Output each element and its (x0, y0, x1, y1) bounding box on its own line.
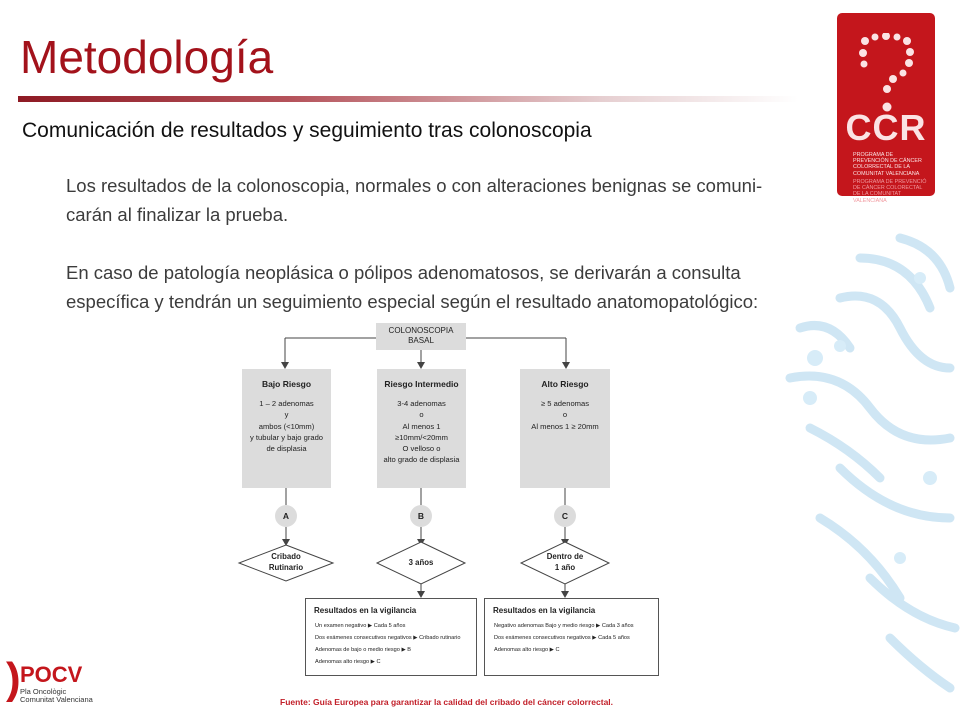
paragraph-neoplastic-results: En caso de patología neoplásica o pólipo… (66, 258, 808, 316)
paragraph-line: específica y tendrán un seguimiento espe… (66, 291, 759, 312)
risk-line: O velloso o (402, 444, 441, 454)
decision-line: Rutinario (268, 563, 304, 572)
page-title: Metodología (20, 31, 274, 83)
results-title: Resultados en la vigilancia (493, 606, 596, 615)
paragraph-benign-results: Los resultados de la colonoscopia, norma… (66, 171, 808, 229)
slide-subtitle: Comunicación de resultados y seguimiento… (22, 119, 592, 142)
pocv-bracket-icon: ) (6, 654, 21, 703)
pocv-line: Comunitat Valenciana (20, 695, 93, 704)
results-title: Resultados en la vigilancia (314, 606, 417, 615)
risk-line: 1 – 2 adenomas (259, 399, 314, 408)
risk-line: ≥ 5 adenomas (540, 399, 590, 408)
decision-diamond-b (375, 541, 467, 585)
low-risk-box: Bajo Riesgo 1 – 2 adenomas y ambos (<10m… (242, 369, 331, 488)
branch-letter-b: B (410, 505, 432, 527)
surveillance-results-box-c: Resultados en la vigilancia Negativo ade… (484, 598, 659, 676)
decision-diamond-c (519, 541, 611, 585)
root-line: COLONOSCOPIA (388, 326, 454, 335)
risk-title: Alto Riesgo (541, 379, 589, 389)
paragraph-line: carán al finalizar la prueba. (66, 204, 289, 225)
risk-title: Riesgo Intermedio (384, 379, 459, 389)
ccr-program-name-va: PROGRAMA DE PREVENCIÓ DE CÀNCER COLORECT… (853, 179, 927, 204)
decorative-emblem-watermark (785, 233, 960, 693)
source-note: Fuente: Guía Europea para garantizar la … (280, 697, 614, 707)
results-line: Adenomas alto riesgo ▶ C (494, 647, 560, 653)
risk-line: ≥10mm/<20mm (395, 432, 448, 442)
surveillance-results-box-b: Resultados en la vigilancia Un examen ne… (305, 598, 477, 676)
decision-line: Cribado (271, 552, 301, 561)
pocv-subtitle: Pla Oncològic Comunitat Valenciana (20, 688, 93, 704)
high-risk-box: Alto Riesgo ≥ 5 adenomas o Al menos 1 ≥ … (520, 369, 610, 488)
decision-b-text: 3 años (386, 557, 456, 568)
decision-a-text: Cribado Rutinario (251, 551, 321, 573)
results-line: Adenomas de bajo o medio riesgo ▶ B (315, 647, 412, 653)
branch-letter-a: A (275, 505, 297, 527)
paragraph-line: En caso de patología neoplásica o pólipo… (66, 262, 741, 283)
risk-line: y tubular y bajo grado (249, 432, 324, 442)
title-underline (18, 96, 798, 102)
ccr-logo: CCR PROGRAMA DE PREVENCIÓN DE CÁNCER COL… (837, 13, 935, 204)
intermediate-risk-box: Riesgo Intermedio 3-4 adenomas o Al meno… (377, 369, 466, 488)
colonoscopy-baseline-node: COLONOSCOPIA BASAL (376, 323, 466, 350)
paragraph-line: Los resultados de la colonoscopia, norma… (66, 175, 763, 196)
risk-line: Al menos 1 ≥ 20mm (531, 421, 599, 431)
ccr-wordmark: CCR (845, 107, 927, 148)
branch-letter-c: C (554, 505, 576, 527)
risk-line: o (419, 410, 424, 420)
risk-line: y (284, 410, 289, 420)
pocv-line: Pla Oncològic (20, 687, 67, 696)
decision-line: 3 años (408, 558, 434, 567)
pocv-logo: ) POCV Pla Oncològic Comunitat Valencian… (6, 654, 106, 706)
pocv-wordmark: POCV (20, 662, 83, 687)
decision-diamond-a (237, 544, 335, 582)
decision-c-text: Dentro de 1 año (530, 551, 600, 573)
results-line: Adenomas alto riesgo ▶ C (315, 659, 381, 665)
risk-line: ambos (<10mm) (258, 421, 315, 431)
risk-line: o (562, 410, 568, 420)
risk-title: Bajo Riesgo (261, 379, 312, 389)
decision-line: Dentro de (546, 552, 584, 561)
risk-line: 3-4 adenomas (397, 399, 446, 408)
results-line: Negativo adenomas Bajo y medio riesgo ▶ … (494, 623, 634, 629)
risk-line: de displasia (266, 444, 307, 454)
decision-line: 1 año (554, 563, 576, 572)
results-line: Un examen negativo ▶ Cada 5 años (315, 623, 406, 629)
risk-line: alto grado de displasia (383, 455, 460, 465)
root-line: BASAL (408, 336, 434, 345)
risk-line: Al menos 1 (402, 421, 441, 431)
question-dots-icon (859, 33, 914, 112)
results-line: Dos exámenes consecutivos negativos ▶ Ca… (494, 635, 630, 641)
ccr-program-name-es: PROGRAMA DE PREVENCIÓN DE CÁNCER COLORRE… (853, 152, 922, 177)
results-line: Dos exámenes consecutivos negativos ▶ Cr… (315, 635, 461, 641)
